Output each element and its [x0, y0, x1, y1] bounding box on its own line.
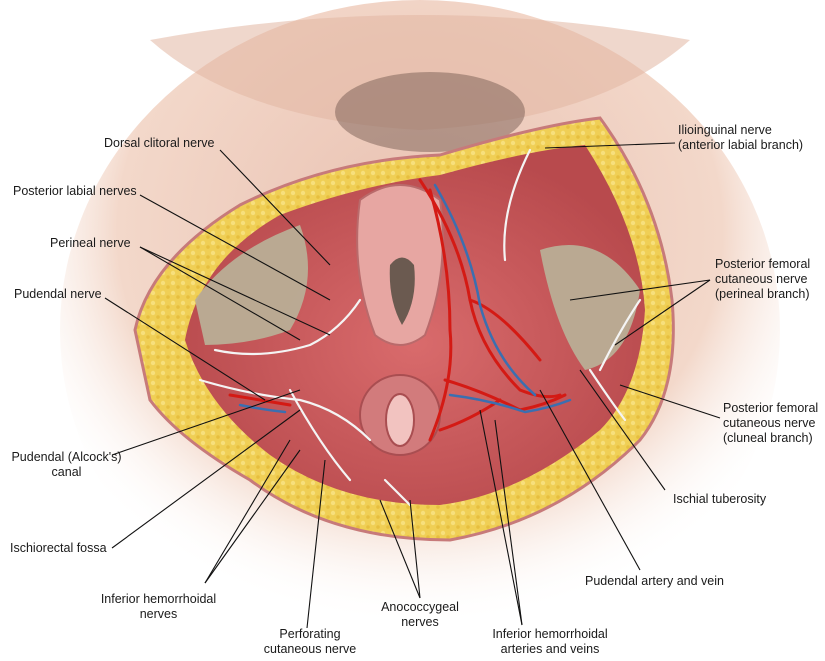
nerves	[198, 148, 642, 507]
vaginal-opening	[389, 257, 415, 325]
ischial-region-right	[540, 245, 640, 370]
anus	[385, 393, 415, 447]
label-posterior-femoral-cluneal: Posterior femoral cutaneous nerve (clune…	[723, 401, 819, 445]
label-ischiorectal-fossa: Ischiorectal fossa	[10, 541, 107, 555]
label-posterior-labial-nerves: Posterior labial nerves	[13, 184, 137, 198]
label-perineal-nerve: Perineal nerve	[50, 236, 131, 250]
leader-lines	[104, 142, 721, 629]
veins	[238, 183, 572, 414]
label-inferior-hemorrhoidal-vessels: Inferior hemorrhoidal arteries and veins	[492, 627, 608, 656]
ischial-region-left	[195, 225, 308, 345]
label-ilioinguinal-nerve: Ilioinguinal nerve (anterior labial bran…	[678, 123, 804, 152]
label-ischial-tuberosity: Ischial tuberosity	[673, 492, 767, 506]
label-anococcygeal-nerves: Anococcygeal nerves	[381, 600, 459, 629]
label-pudendal-artery-vein: Pudendal artery and vein	[585, 574, 724, 588]
label-perforating-cutaneous-nerve: Perforating cutaneous nerve	[263, 627, 357, 656]
label-pudendal-nerve: Pudendal nerve	[14, 287, 102, 301]
label-dorsal-clitoral-nerve: Dorsal clitoral nerve	[104, 136, 215, 150]
label-inferior-hemorrhoidal-nerves: Inferior hemorrhoidal nerves	[100, 592, 217, 621]
label-pudendal-canal: Pudendal (Alcock's) canal	[11, 450, 122, 479]
label-posterior-femoral-perineal: Posterior femoral cutaneous nerve (perin…	[715, 257, 811, 301]
